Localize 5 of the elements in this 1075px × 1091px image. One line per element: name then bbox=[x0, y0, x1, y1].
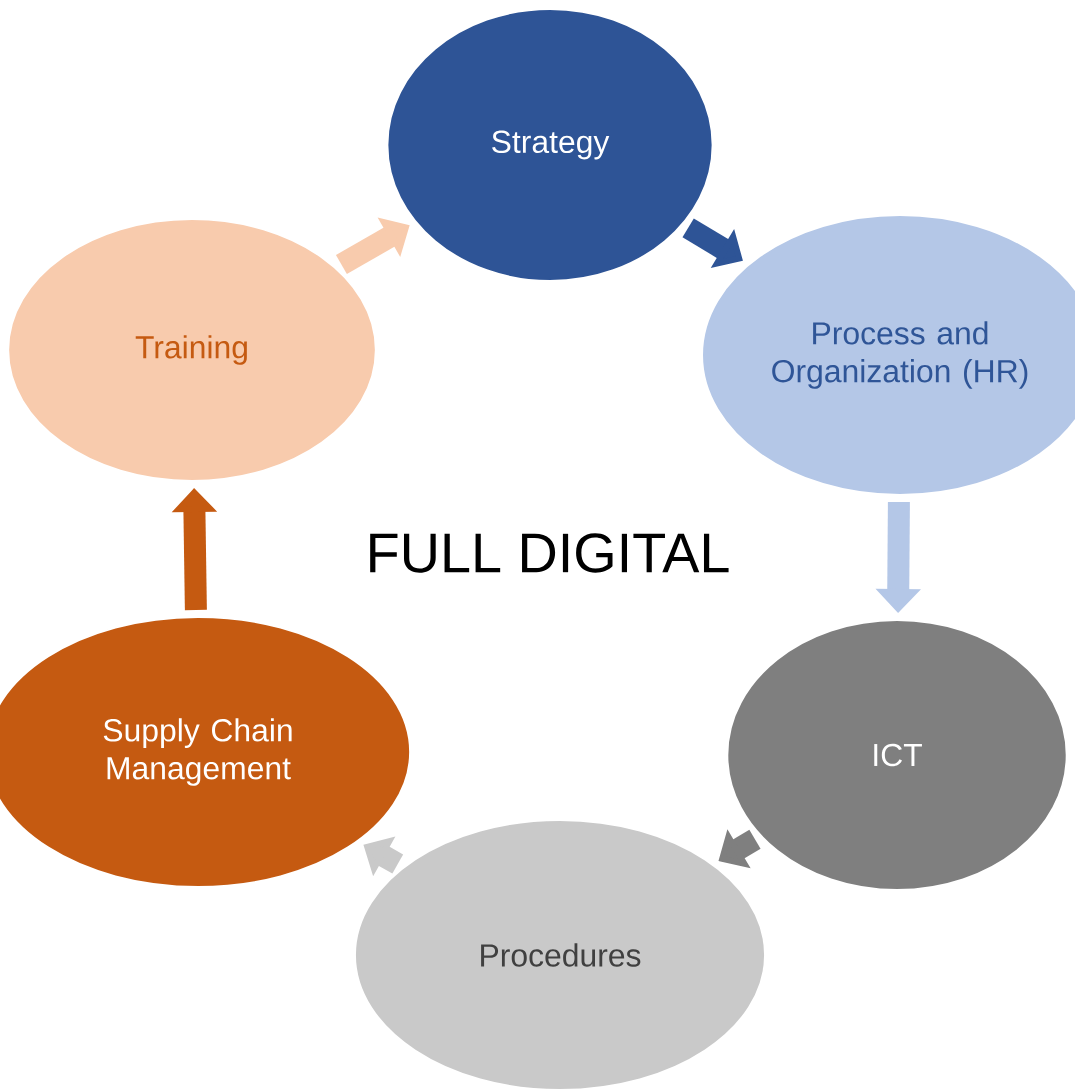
ellipse-node: ICT bbox=[726, 619, 1068, 891]
ellipse-node: Training bbox=[7, 218, 377, 482]
center-label: FULL DIGITAL bbox=[370, 533, 729, 573]
ellipse-node: Strategy bbox=[386, 8, 714, 282]
ellipse-node: Procedures bbox=[353, 819, 767, 1091]
